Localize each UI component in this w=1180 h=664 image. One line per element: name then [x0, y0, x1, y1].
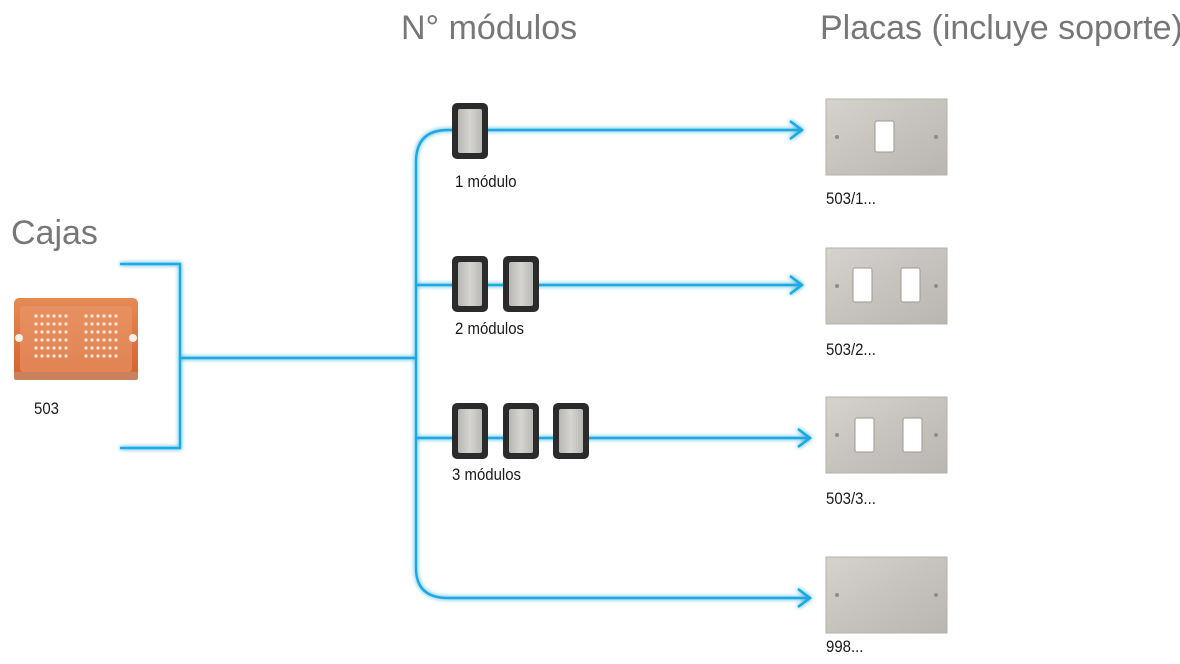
- arrowhead-3: [797, 428, 812, 448]
- switch-module: [553, 403, 589, 459]
- box-code-label: 503: [34, 399, 59, 418]
- plate-code-2: 503/2...: [826, 340, 876, 359]
- arrowhead-4: [797, 588, 812, 608]
- module-row-2: [452, 256, 539, 312]
- arrowhead-1: [789, 120, 804, 140]
- module-label-2: 2 módulos: [455, 319, 525, 338]
- plate-503-2: [825, 247, 948, 325]
- switch-module: [452, 103, 488, 159]
- plate-998: [825, 556, 948, 634]
- box-503-image: [14, 298, 138, 380]
- module-label-3: 3 módulos: [452, 465, 522, 484]
- switch-module: [503, 256, 539, 312]
- switch-module: [452, 256, 488, 312]
- branch-spine-line-lower: [414, 358, 449, 600]
- plate-code-3: 503/3...: [826, 489, 876, 508]
- plate-503-1: [825, 98, 948, 176]
- connector-lines: [120, 120, 812, 608]
- arrowhead-2: [789, 275, 804, 295]
- plates-heading: Placas (incluye soporte): [820, 9, 1180, 47]
- plate-code-1: 503/1...: [826, 189, 876, 208]
- plate-503-3: [825, 396, 948, 474]
- branch-spine-line: [414, 128, 449, 358]
- box-bracket-line: [120, 262, 182, 450]
- switch-module: [452, 403, 488, 459]
- module-row-1: [452, 103, 488, 159]
- plate-code-4: 998...: [826, 637, 864, 656]
- module-row-3: [452, 403, 589, 459]
- module-label-1: 1 módulo: [455, 172, 517, 191]
- switch-module: [503, 403, 539, 459]
- modules-heading: N° módulos: [401, 9, 578, 47]
- boxes-heading: Cajas: [11, 214, 98, 252]
